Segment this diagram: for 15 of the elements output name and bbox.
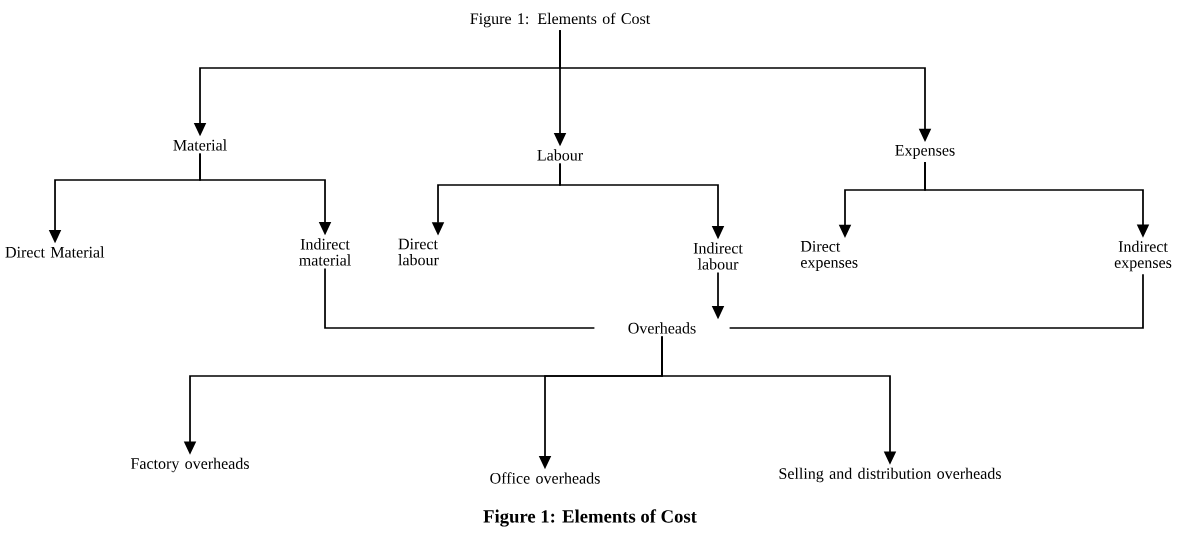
node-label: Figure 1: Elements of Cost	[470, 12, 651, 28]
node-label: Material	[173, 139, 227, 151]
node-label: Factory overheads	[130, 457, 249, 473]
node-label: Expenses	[895, 145, 955, 159]
node-label: Direct expenses	[800, 241, 858, 271]
node-label: Labour	[537, 149, 583, 161]
node-label: Indirect material	[299, 238, 351, 266]
node-label: Indirect labour	[693, 242, 743, 270]
node-label: Direct Material	[5, 246, 105, 258]
node-label: Overheads	[628, 322, 696, 334]
figure-caption: Figure 1: Elements of Cost	[483, 509, 697, 527]
node-label: Selling and distribution overheads	[779, 467, 1001, 483]
node-label: Indirect expenses	[1114, 240, 1172, 272]
node-label: Office overheads	[490, 472, 600, 484]
node-label: Direct labour	[398, 238, 439, 266]
